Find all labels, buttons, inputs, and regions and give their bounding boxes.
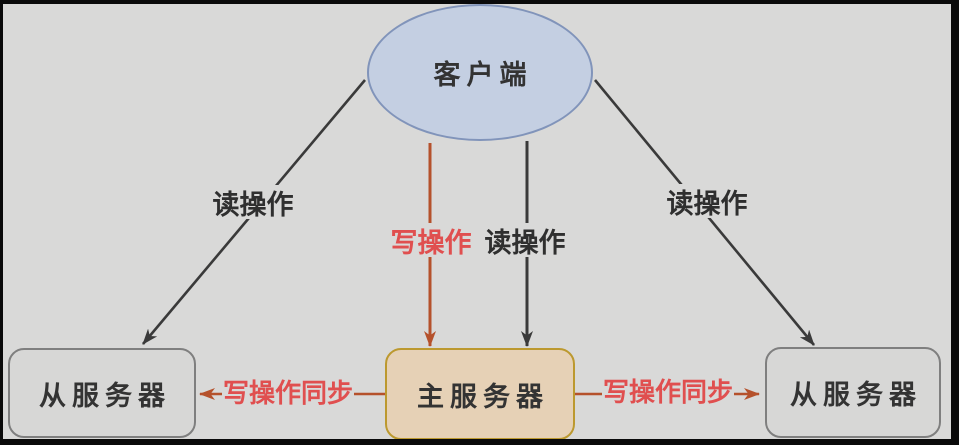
- client-node: 客户端: [367, 4, 593, 141]
- frame-bar-top: [0, 0, 959, 4]
- edge-label-sync-right: 写操作同步: [602, 375, 734, 407]
- frame-bar-left: [0, 0, 3, 445]
- edge-label-sync-left: 写操作同步: [222, 376, 354, 408]
- frame-bar-right: [951, 0, 959, 445]
- edge-label-read-center: 读操作: [481, 223, 569, 258]
- slave-right-node-label: 从服务器: [790, 380, 922, 410]
- slave-left-node: 从服务器: [8, 348, 196, 438]
- client-node-label: 客户端: [433, 60, 533, 90]
- edge-label-read-left: 读操作: [209, 185, 297, 220]
- master-node-label: 主服务器: [417, 381, 549, 412]
- slave-right-node: 从服务器: [765, 347, 941, 438]
- edge-label-write: 写操作: [387, 223, 475, 258]
- slave-left-node-label: 从服务器: [39, 380, 171, 411]
- master-node: 主服务器: [385, 348, 575, 440]
- frame-bar-bottom: [0, 439, 959, 445]
- edge-label-read-right: 读操作: [663, 184, 751, 219]
